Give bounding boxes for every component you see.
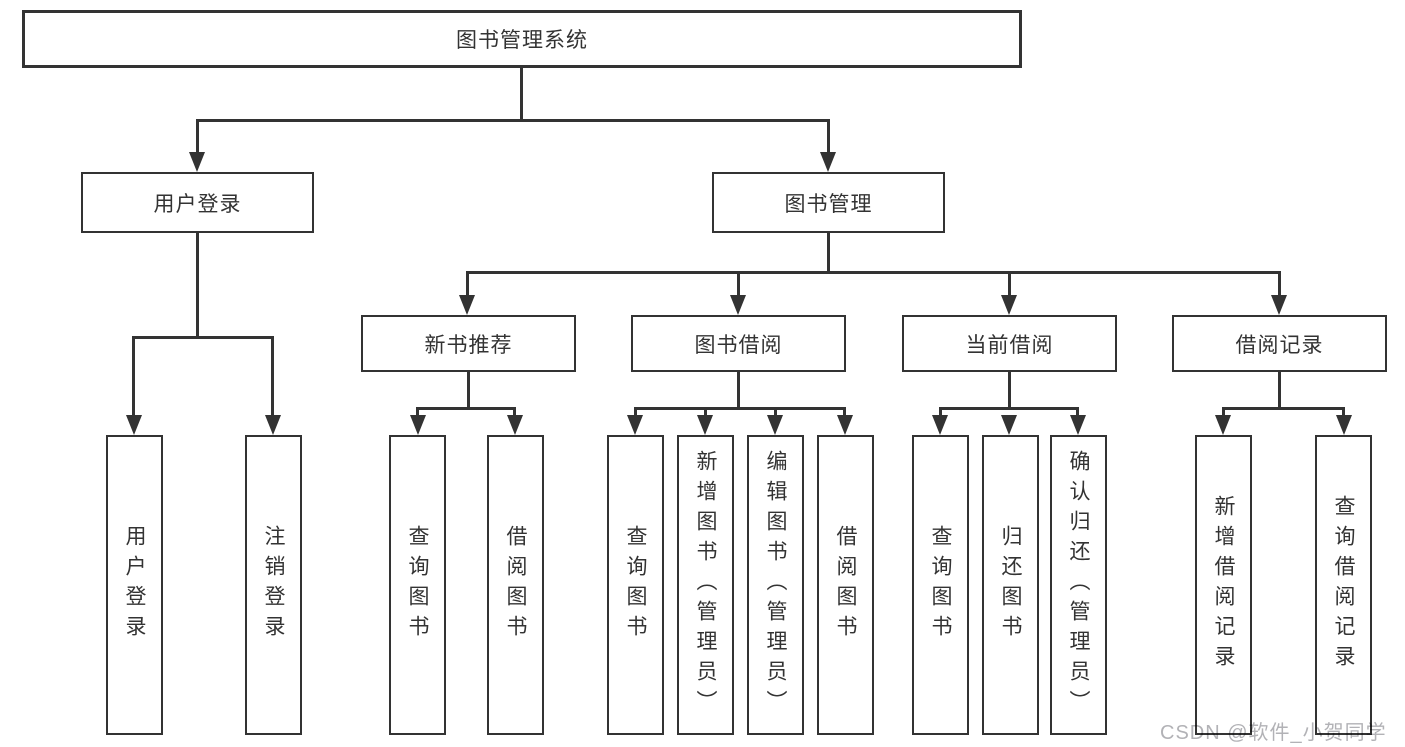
leaf-user-login: 用户登录 (106, 435, 163, 735)
connector-line (513, 407, 516, 419)
node-label: 用户登录 (153, 192, 242, 216)
leaf-add-books-admin: 新增图书（管理员） (677, 435, 734, 735)
connector-line (939, 407, 1079, 410)
arrow-down-icon (507, 415, 523, 435)
node-borrowing-records: 借阅记录 (1172, 315, 1387, 372)
connector-line (737, 372, 740, 409)
leaf-label: 注销登录 (262, 525, 285, 645)
arrow-down-icon (189, 152, 205, 172)
leaf-logout: 注销登录 (245, 435, 302, 735)
csdn-watermark: CSDN @软件_小贺同学 (1160, 722, 1387, 744)
connector-line (827, 119, 830, 155)
leaf-label: 编辑图书（管理员） (764, 450, 787, 720)
connector-line (1008, 271, 1011, 298)
leaf-label: 查询图书 (929, 525, 952, 645)
leaf-label: 新增借阅记录 (1212, 495, 1235, 675)
leaf-label: 借阅图书 (834, 525, 857, 645)
connector-line (634, 407, 637, 419)
leaf-label: 查询图书 (406, 525, 429, 645)
connector-line (416, 407, 419, 419)
leaf-query-books-recommend: 查询图书 (389, 435, 446, 735)
connector-line (1278, 372, 1281, 409)
connector-line (939, 407, 942, 419)
connector-line (132, 336, 135, 418)
leaf-label: 查询图书 (624, 525, 647, 645)
arrow-down-icon (410, 415, 426, 435)
node-current-borrowing: 当前借阅 (902, 315, 1117, 372)
node-label: 图书管理系统 (456, 29, 588, 52)
arrow-down-icon (767, 415, 783, 435)
leaf-query-books-borrowing: 查询图书 (607, 435, 664, 735)
leaf-confirm-return-admin: 确认归还（管理员） (1050, 435, 1107, 735)
leaf-borrow-books: 借阅图书 (817, 435, 874, 735)
node-label: 图书管理 (784, 192, 873, 216)
leaf-label: 用户登录 (123, 525, 146, 645)
connector-line (466, 271, 469, 298)
arrow-down-icon (697, 415, 713, 435)
leaf-label: 新增图书（管理员） (694, 450, 717, 720)
connector-line (1222, 407, 1345, 410)
leaf-label: 确认归还（管理员） (1067, 450, 1090, 720)
leaf-return-books: 归还图书 (982, 435, 1039, 735)
node-user-login: 用户登录 (81, 172, 314, 233)
connector-line (271, 336, 274, 418)
node-label: 新书推荐 (424, 333, 513, 357)
connector-line (467, 372, 470, 409)
leaf-query-books-current: 查询图书 (912, 435, 969, 735)
leaf-label: 查询借阅记录 (1332, 495, 1355, 675)
connector-line (774, 407, 777, 419)
node-book-management: 图书管理 (712, 172, 945, 233)
leaf-query-borrow-record: 查询借阅记录 (1315, 435, 1372, 735)
leaf-label: 归还图书 (999, 525, 1022, 645)
connector-line (196, 119, 830, 122)
leaf-borrow-books-recommend: 借阅图书 (487, 435, 544, 735)
connector-line (843, 407, 846, 419)
arrow-down-icon (1001, 295, 1017, 315)
arrow-down-icon (459, 295, 475, 315)
node-label: 借阅记录 (1235, 333, 1324, 357)
connector-line (1222, 407, 1225, 419)
node-label: 当前借阅 (965, 333, 1054, 357)
arrow-down-icon (730, 295, 746, 315)
connector-line (416, 407, 516, 410)
leaf-label: 借阅图书 (504, 525, 527, 645)
leaf-edit-books-admin: 编辑图书（管理员） (747, 435, 804, 735)
leaf-add-borrow-record: 新增借阅记录 (1195, 435, 1252, 735)
connector-line (1076, 407, 1079, 419)
connector-line (1342, 407, 1345, 419)
connector-line (1278, 271, 1281, 298)
connector-line (737, 271, 740, 298)
arrow-down-icon (627, 415, 643, 435)
arrow-down-icon (1336, 415, 1352, 435)
arrow-down-icon (932, 415, 948, 435)
node-library-management-system: 图书管理系统 (22, 10, 1022, 68)
arrow-down-icon (1271, 295, 1287, 315)
connector-line (520, 68, 523, 120)
arrow-down-icon (126, 415, 142, 435)
connector-line (132, 336, 274, 339)
connector-line (196, 119, 199, 155)
arrow-down-icon (265, 415, 281, 435)
arrow-down-icon (820, 152, 836, 172)
node-new-book-recommendation: 新书推荐 (361, 315, 576, 372)
arrow-down-icon (1070, 415, 1086, 435)
arrow-down-icon (1215, 415, 1231, 435)
arrow-down-icon (1001, 415, 1017, 435)
arrow-down-icon (837, 415, 853, 435)
connector-line (466, 271, 1281, 274)
connector-line (704, 407, 707, 419)
connector-line (1008, 372, 1011, 409)
connector-line (196, 233, 199, 337)
node-book-borrowing: 图书借阅 (631, 315, 846, 372)
node-label: 图书借阅 (694, 333, 783, 357)
connector-line (827, 233, 830, 274)
connector-line (634, 407, 846, 410)
